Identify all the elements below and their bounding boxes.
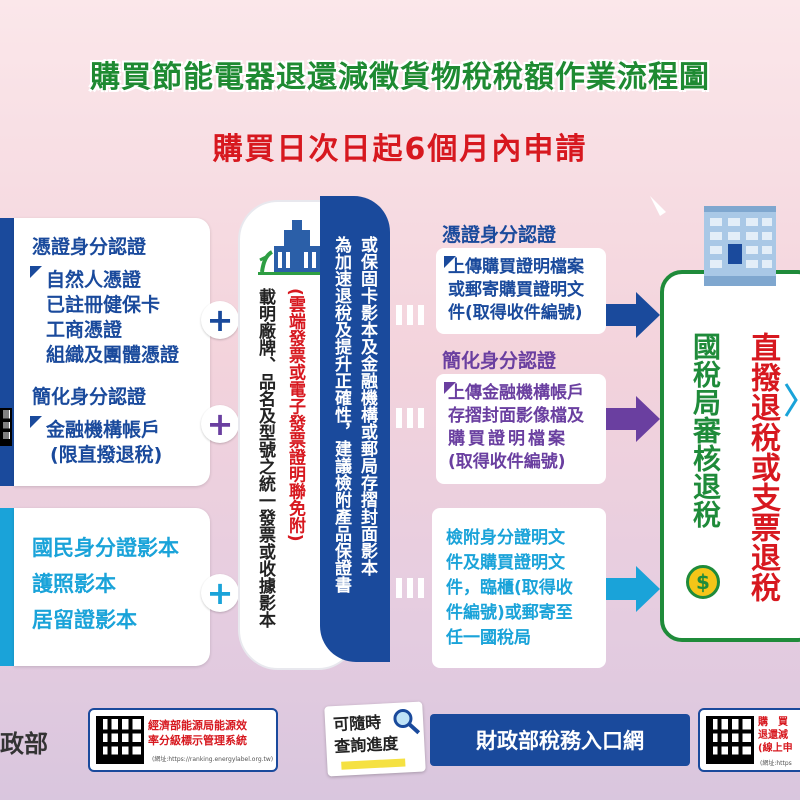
cert-items-list: 自然人憑證 已註冊健保卡 工商憑證 組織及團體憑證 bbox=[46, 268, 179, 368]
online-apply-card[interactable]: 購 買 退還減 (線上申 (網址:https bbox=[698, 708, 800, 772]
list-item: 自然人憑證 bbox=[46, 269, 142, 291]
mid-paper-card: 檢附身分證明文 件及購買證明文 件，臨櫃(取得收 件編號)或郵寄至 任一國稅局 bbox=[432, 508, 606, 668]
list-item: 組織及團體憑證 bbox=[46, 344, 180, 366]
review-text: 國稅局審核退稅 bbox=[689, 332, 722, 528]
warranty-note-line1: 或保固卡影本及金融機構或郵局存摺封面影本 bbox=[357, 236, 377, 576]
progress-query-sign: 可隨時 查詢進度 bbox=[324, 701, 426, 777]
chevron-right-icon bbox=[784, 383, 798, 417]
energy-system-name: 經濟部能源局能源效 率分級標示管理系統 bbox=[148, 719, 247, 747]
list-item: 工商憑證 bbox=[46, 319, 123, 341]
dollar-coin-icon: $ bbox=[686, 565, 720, 599]
id-copies-list: 國民身分證影本 護照影本 居留證影本 bbox=[32, 530, 179, 638]
plus-icon: + bbox=[201, 301, 239, 339]
tax-portal-button[interactable]: 財政部稅務入口網 bbox=[430, 714, 690, 766]
qr-code-partial[interactable] bbox=[0, 408, 12, 446]
refund-text: 直撥退稅或支票退稅 bbox=[745, 332, 780, 602]
mid-cert-heading: 憑證身分認證 bbox=[442, 224, 557, 246]
tax-portal-label: 財政部稅務入口網 bbox=[476, 729, 644, 753]
online-apply-qr-code[interactable] bbox=[706, 716, 754, 764]
list-item: 已註冊健保卡 bbox=[46, 294, 161, 316]
arrow-icon bbox=[606, 396, 660, 442]
mid-cert-card: 上傳購買證明檔案 或郵寄購買證明文 件(取得收件編號) bbox=[436, 248, 606, 334]
warranty-note-column: 或保固卡影本及金融機構或郵局存摺封面影本 為加速退稅及提升正確性，建議檢附產品保… bbox=[320, 196, 390, 662]
plus-icon: + bbox=[201, 405, 239, 443]
arrow-icon bbox=[606, 566, 660, 612]
highlight-bar bbox=[341, 758, 406, 770]
connector-dashes bbox=[396, 578, 424, 598]
left-accent-bar-cyan bbox=[0, 508, 14, 666]
result-box bbox=[660, 270, 800, 642]
ministry-logo-icon bbox=[254, 216, 340, 276]
page-subtitle: 購買日次日起6個月內申請 bbox=[212, 132, 588, 167]
energy-system-card[interactable]: 經濟部能源局能源效 率分級標示管理系統 (網址:https://ranking.… bbox=[88, 708, 278, 772]
invoice-main-text: 載明廠牌、品名及型號之統一發票或收據影本 bbox=[255, 288, 275, 628]
decor-triangle bbox=[650, 196, 666, 216]
connector-dashes bbox=[396, 305, 424, 325]
mid-simple-text: 上傳金融機構帳戶 存摺封面影像檔及 購買證明檔案 (取得收件編號) bbox=[448, 383, 584, 472]
corner-mark bbox=[444, 256, 456, 268]
mid-paper-text: 檢附身分證明文 件及購買證明文 件，臨櫃(取得收 件編號)或郵寄至 任一國稅局 bbox=[446, 528, 573, 648]
cert-heading: 憑證身分認證 bbox=[32, 236, 147, 258]
warranty-note-line2: 為加速退稅及提升正確性，建議檢附產品保證書 bbox=[331, 236, 351, 593]
arrow-icon bbox=[606, 292, 660, 338]
corner-mark bbox=[30, 416, 42, 428]
magnifier-icon bbox=[393, 709, 421, 735]
list-item: 國民身分證影本 bbox=[32, 536, 179, 560]
plus-icon: + bbox=[201, 574, 239, 612]
mid-simple-card: 上傳金融機構帳戶 存摺封面影像檔及 購買證明檔案 (取得收件編號) bbox=[436, 374, 606, 484]
tax-building-icon bbox=[700, 196, 780, 286]
mid-cert-text: 上傳購買證明檔案 或郵寄購買證明文 件(取得收件編號) bbox=[448, 257, 584, 323]
list-item: 金融機構帳戶 bbox=[46, 419, 161, 441]
simple-items-list: 金融機構帳戶 (限直撥退稅) bbox=[46, 418, 162, 468]
list-item: 居留證影本 bbox=[32, 608, 137, 632]
corner-mark bbox=[444, 382, 456, 394]
list-item: (限直撥退稅) bbox=[50, 444, 163, 466]
corner-mark bbox=[30, 266, 42, 278]
energy-qr-code[interactable] bbox=[96, 716, 144, 764]
energy-url: (網址:https://ranking.energylabel.org.tw) bbox=[152, 756, 274, 763]
list-item: 護照影本 bbox=[32, 572, 116, 596]
connector-dashes bbox=[396, 408, 424, 428]
ministry-name-partial: 政部 bbox=[0, 730, 48, 758]
simple-heading: 簡化身分認證 bbox=[32, 386, 147, 408]
progress-query-label: 可隨時 查詢進度 bbox=[332, 712, 399, 757]
invoice-paren-note: (雲端發票或電子發票證明聯免附) bbox=[285, 288, 305, 542]
online-apply-text: 購 買 退還減 (線上申 bbox=[758, 717, 793, 754]
online-apply-url: (網址:https bbox=[760, 760, 792, 767]
page-title: 購買節能電器退還減徵貨物稅稅額作業流程圖 bbox=[90, 60, 710, 95]
left-id-copies-card: 國民身分證影本 護照影本 居留證影本 bbox=[14, 508, 210, 666]
left-identity-card: 憑證身分認證 自然人憑證 已註冊健保卡 工商憑證 組織及團體憑證 簡化身分認證 … bbox=[14, 218, 210, 486]
mid-simple-heading: 簡化身分認證 bbox=[442, 350, 557, 372]
